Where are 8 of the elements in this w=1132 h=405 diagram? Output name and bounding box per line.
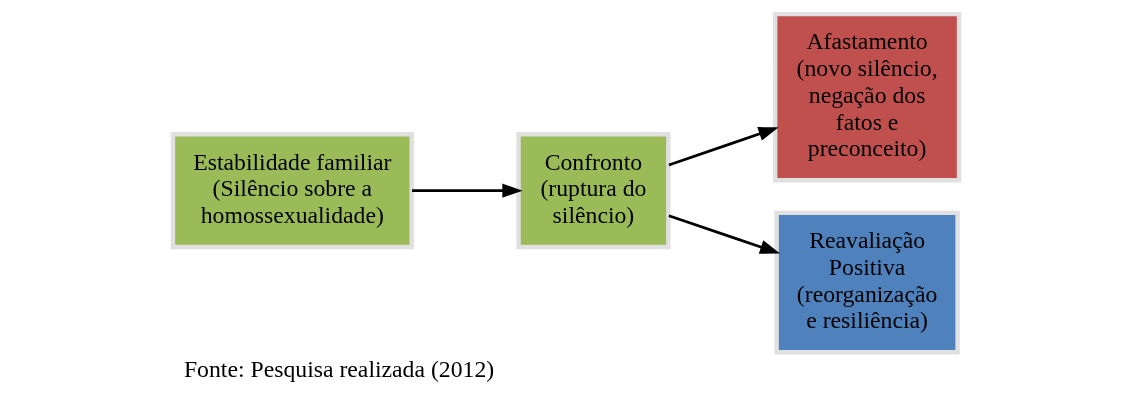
- node-box: Confronto (ruptura do silêncio): [516, 132, 671, 250]
- node-box: Reavaliação Positiva (reorganização e resiliência): [774, 210, 960, 355]
- arrow: [668, 127, 779, 167]
- arrow: [668, 214, 781, 254]
- node-box: Estabilidade familiar (Silêncio sobre a homossexualidade): [170, 132, 414, 250]
- node-box: Afastamento (novo silêncio, negação dos fatos e preconceito): [772, 11, 962, 183]
- caption: Fonte: Pesquisa realizada (2012): [183, 356, 495, 383]
- arrow: [412, 183, 523, 198]
